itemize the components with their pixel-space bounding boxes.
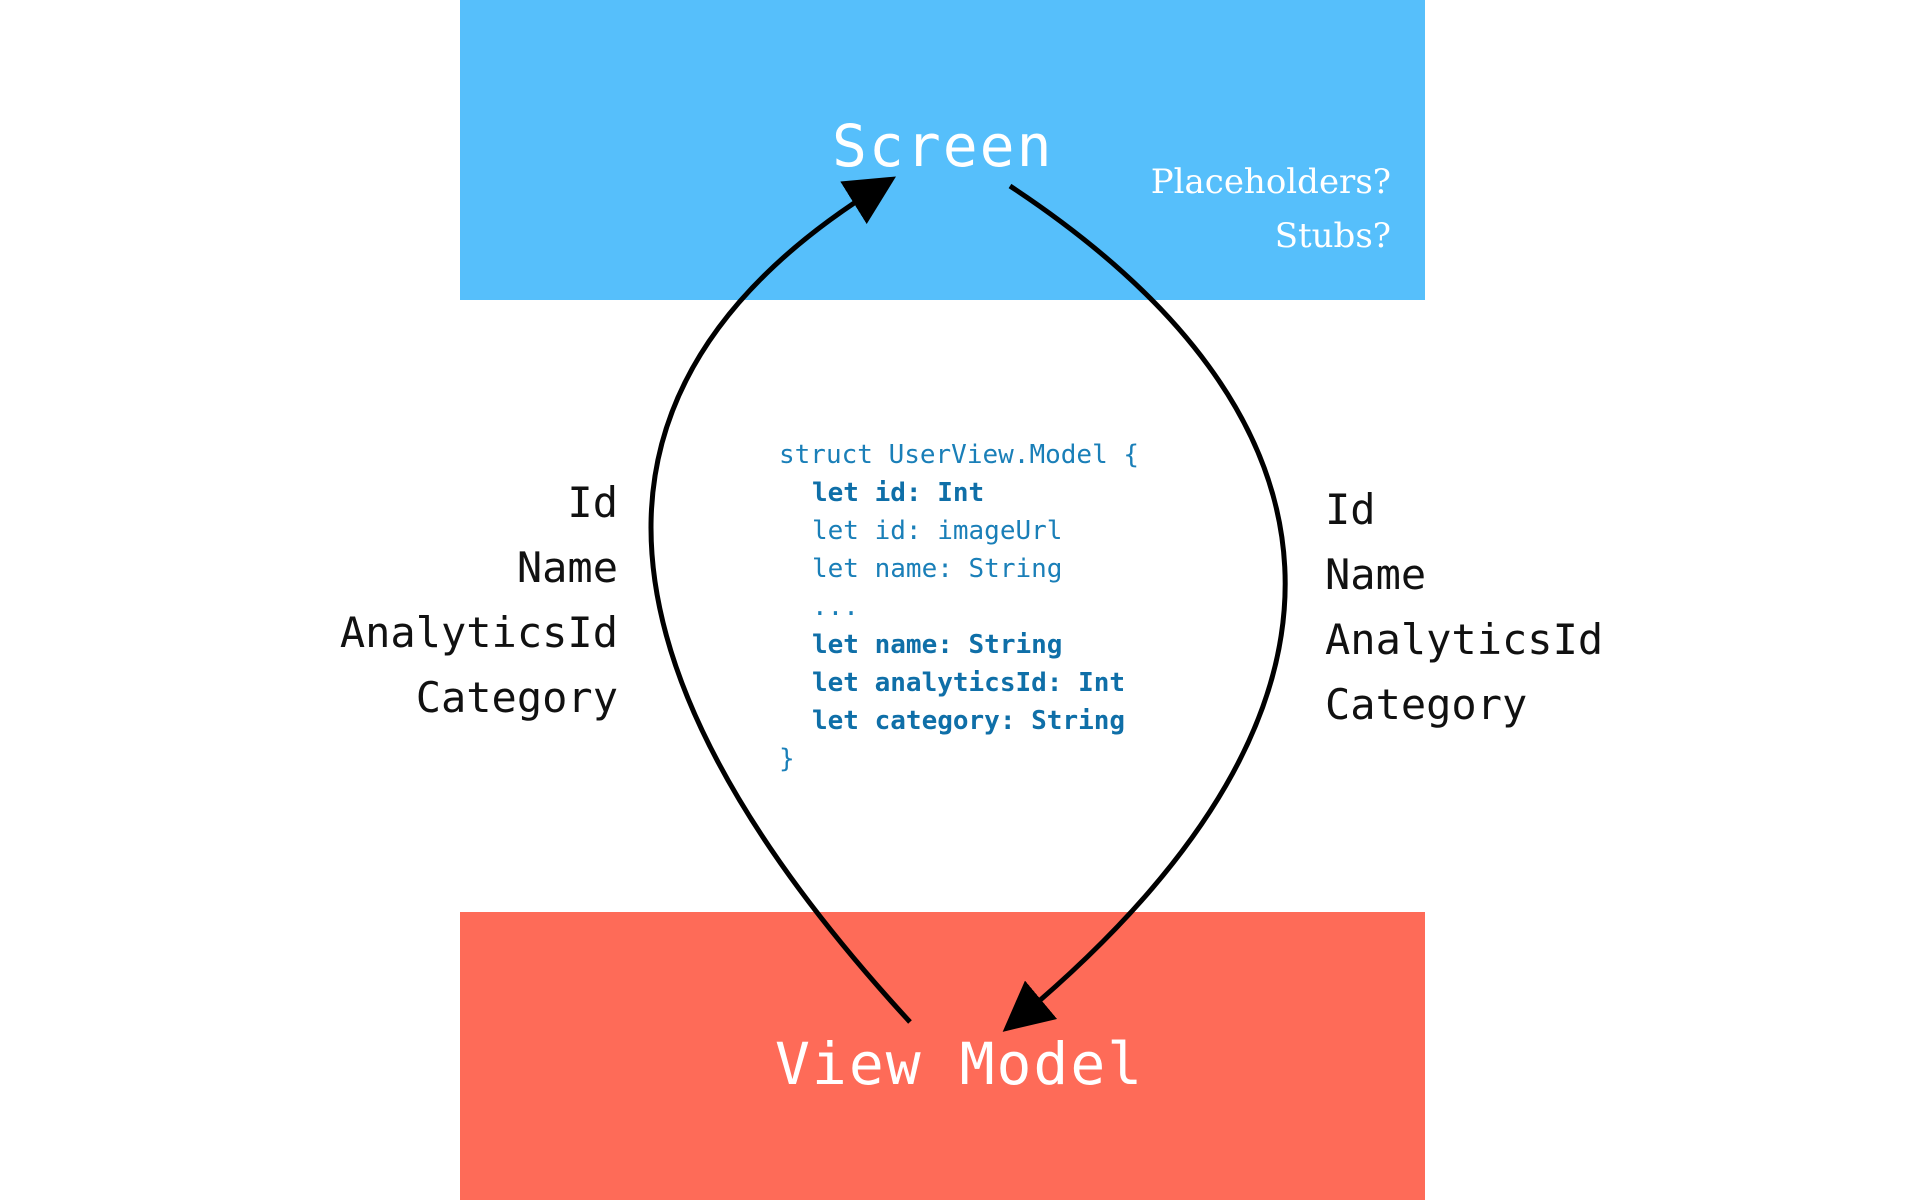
left-field-analytics-id: AnalyticsId bbox=[339, 608, 618, 657]
code-line: ... bbox=[812, 592, 859, 622]
left-field-list: Id Name AnalyticsId Category bbox=[340, 470, 618, 730]
right-field-id: Id bbox=[1325, 485, 1376, 534]
view-model-box: View Model bbox=[460, 912, 1425, 1200]
right-field-list: Id Name AnalyticsId Category bbox=[1325, 477, 1603, 737]
screen-box: Screen Placeholders? Stubs? bbox=[460, 0, 1425, 300]
code-line: struct UserView.Model { bbox=[779, 440, 1140, 470]
right-field-analytics-id: AnalyticsId bbox=[1325, 615, 1604, 664]
left-field-id: Id bbox=[567, 478, 618, 527]
code-line: let id: Int bbox=[812, 478, 985, 508]
screen-title: Screen bbox=[832, 112, 1054, 180]
code-line: let id: imageUrl bbox=[812, 516, 1063, 546]
code-line: let category: String bbox=[812, 706, 1126, 736]
view-model-title: View Model bbox=[775, 1030, 1145, 1098]
note-stubs: Stubs? bbox=[1274, 216, 1391, 256]
screen-notes: Placeholders? Stubs? bbox=[1151, 155, 1391, 263]
left-field-category: Category bbox=[415, 673, 618, 722]
left-field-name: Name bbox=[516, 543, 618, 592]
code-line: let name: String bbox=[812, 554, 1063, 584]
right-field-name: Name bbox=[1325, 550, 1427, 599]
code-line: } bbox=[779, 744, 795, 774]
code-block: struct UserView.Model { let id: Int let id… bbox=[779, 436, 1139, 778]
code-line: let name: String bbox=[812, 630, 1063, 660]
code-line: let analyticsId: Int bbox=[812, 668, 1126, 698]
right-field-category: Category bbox=[1325, 680, 1528, 729]
note-placeholders: Placeholders? bbox=[1150, 162, 1391, 202]
